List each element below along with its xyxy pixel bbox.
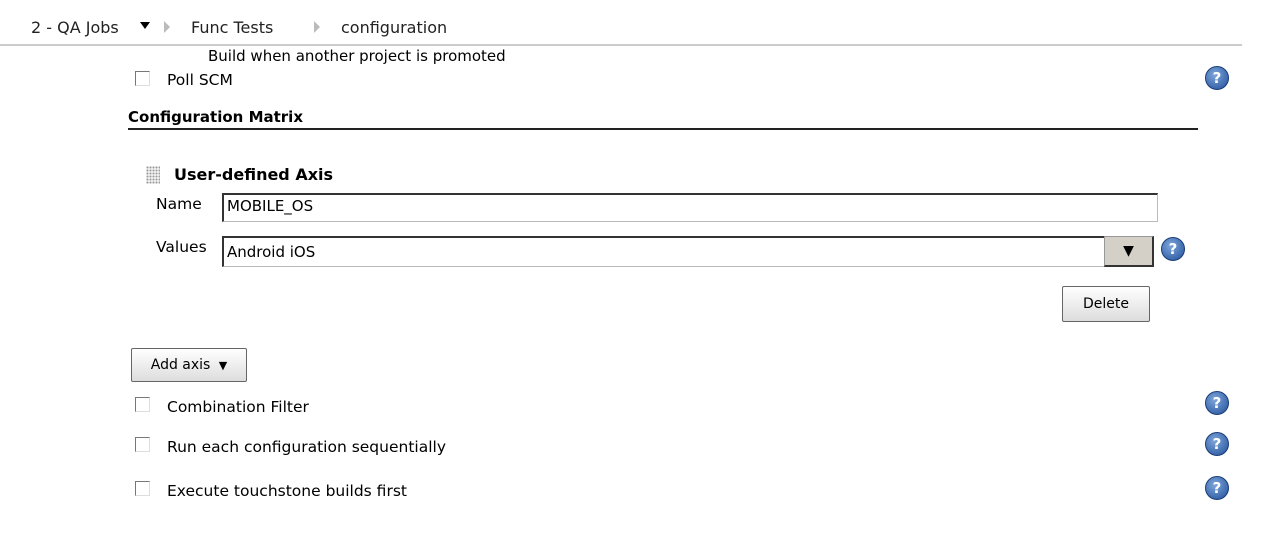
touchstone-first-label: Execute touchstone builds first — [167, 482, 407, 500]
help-icon[interactable]: ? — [1205, 432, 1229, 456]
add-axis-button[interactable]: Add axis ▼ — [131, 348, 247, 382]
help-icon[interactable]: ? — [1161, 237, 1185, 261]
combination-filter-label: Combination Filter — [167, 398, 309, 416]
drag-handle-icon[interactable] — [146, 166, 160, 184]
name-input[interactable]: MOBILE_OS — [222, 193, 1158, 222]
touchstone-first-checkbox[interactable] — [135, 481, 150, 496]
breadcrumb-configuration: configuration — [341, 18, 448, 37]
help-icon[interactable]: ? — [1205, 66, 1229, 90]
section-title: Configuration Matrix — [128, 108, 1198, 130]
help-icon[interactable]: ? — [1205, 476, 1229, 500]
axis-title: User-defined Axis — [174, 165, 334, 184]
breadcrumb-func-tests[interactable]: Func Tests — [191, 18, 274, 37]
breadcrumb-qa-jobs[interactable]: 2 - QA Jobs — [31, 18, 119, 37]
run-sequentially-label: Run each configuration sequentially — [167, 438, 446, 456]
triangle-down-icon: ▼ — [1123, 243, 1134, 259]
poll-scm-label: Poll SCM — [167, 71, 233, 89]
name-label: Name — [156, 195, 202, 213]
delete-button[interactable]: Delete — [1062, 286, 1150, 322]
values-input[interactable]: Android iOS — [222, 236, 1106, 267]
cutoff-option-label: Build when another project is promoted — [208, 47, 506, 65]
poll-scm-checkbox[interactable] — [135, 71, 150, 86]
values-label: Values — [156, 238, 207, 256]
triangle-down-icon[interactable] — [140, 22, 150, 29]
help-icon[interactable]: ? — [1205, 391, 1229, 415]
breadcrumb: 2 - QA Jobs Func Tests configuration — [0, 0, 1242, 46]
add-axis-label: Add axis — [150, 357, 211, 373]
run-sequentially-checkbox[interactable] — [135, 437, 150, 452]
combination-filter-checkbox[interactable] — [135, 397, 150, 412]
chevron-right-icon — [164, 21, 170, 33]
chevron-right-icon — [314, 21, 320, 33]
expand-button[interactable]: ▼ — [1104, 236, 1154, 267]
triangle-down-icon: ▼ — [218, 359, 228, 372]
